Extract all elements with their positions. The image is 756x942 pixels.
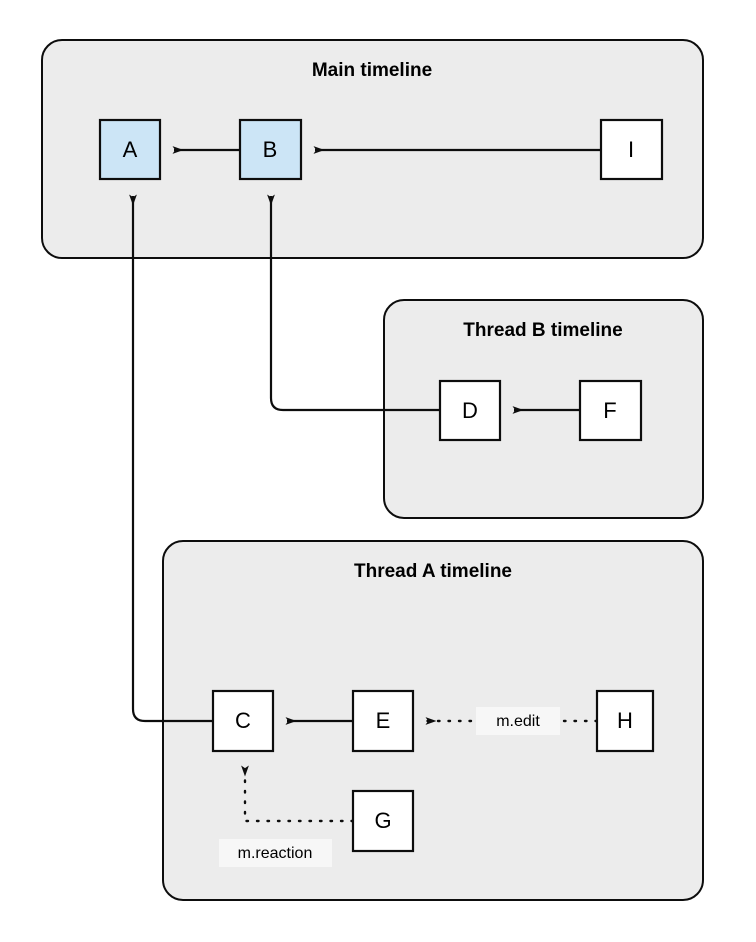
node-b-label: B	[263, 137, 278, 162]
node-i[interactable]: I	[599, 118, 664, 181]
edge-d-to-b	[267, 194, 440, 412]
group-main-timeline-title: Main timeline	[312, 60, 432, 81]
group-thread-b-timeline-title: Thread B timeline	[463, 320, 622, 341]
node-d-label: D	[462, 398, 478, 423]
edge-label-m-edit-bg	[476, 707, 560, 735]
node-i-label: I	[628, 137, 634, 162]
node-g[interactable]: G	[351, 789, 415, 853]
node-e-label: E	[376, 708, 391, 733]
node-e-box[interactable]	[351, 689, 415, 753]
node-f-label: F	[603, 398, 616, 423]
node-f[interactable]: F	[578, 379, 643, 442]
node-g-box[interactable]	[351, 789, 415, 853]
node-i-box[interactable]	[599, 118, 664, 181]
edge-c-to-a	[129, 194, 213, 723]
node-a-label: A	[123, 137, 138, 162]
node-a[interactable]: A	[98, 118, 162, 181]
node-f-box[interactable]	[578, 379, 643, 442]
node-d[interactable]: D	[438, 379, 502, 442]
node-a-box[interactable]	[98, 118, 162, 181]
node-c-label: C	[235, 708, 251, 733]
node-b-box[interactable]	[238, 118, 303, 181]
edge-label-m-reaction: m.reaction	[219, 839, 332, 867]
edge-label-m-edit: m.edit	[476, 707, 560, 735]
edge-label-m-reaction-bg	[219, 839, 332, 867]
group-thread-a-timeline-title: Thread A timeline	[354, 561, 512, 582]
node-h-box[interactable]	[595, 689, 655, 753]
node-g-label: G	[374, 808, 391, 833]
edge-label-m-reaction-text: m.reaction	[238, 845, 313, 862]
node-c[interactable]: C	[211, 689, 275, 753]
node-e[interactable]: E	[351, 689, 415, 753]
node-h[interactable]: H	[595, 689, 655, 753]
node-d-box[interactable]	[438, 379, 502, 442]
edge-label-m-edit-text: m.edit	[496, 713, 540, 730]
node-h-label: H	[617, 708, 633, 733]
node-c-box[interactable]	[211, 689, 275, 753]
node-b[interactable]: B	[238, 118, 303, 181]
